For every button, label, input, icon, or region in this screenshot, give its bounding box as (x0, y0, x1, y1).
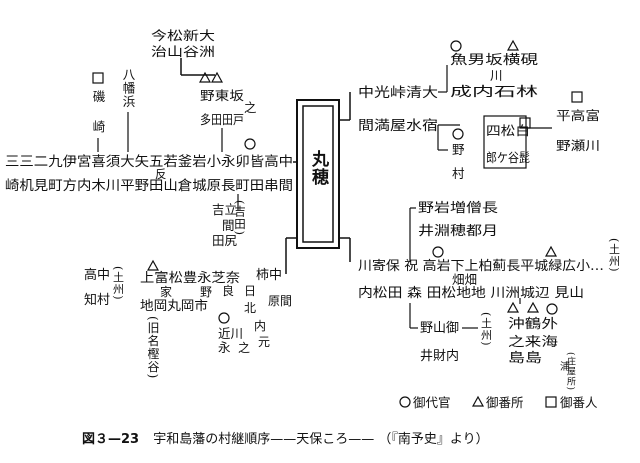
daikan-marker-no (452, 128, 464, 140)
bottom-kita: 北 (244, 301, 256, 315)
right-izai: 井財内 (420, 348, 459, 364)
label-yoshi: 吉立 (212, 202, 237, 217)
label-shi: 四松白 (486, 123, 530, 138)
right-uo: 魚男坂横硯 (450, 53, 538, 68)
figure-number: 図３—23 (82, 432, 140, 447)
label-u-no: 之 (244, 100, 257, 115)
label-shi2: 郎ケ谷髭 (486, 150, 530, 165)
right-top-main: 中光峠清大 (358, 85, 438, 101)
left-chain-top: 三三二九伊宮喜須大矢五若釜岩小永卯皆高中 (5, 153, 293, 170)
bottom-chi: 家 (160, 284, 172, 299)
bottom-chishi: 知村 (84, 292, 110, 308)
right-shima: 之来海 (508, 335, 558, 350)
right-shima2: 島島 (508, 351, 542, 366)
right-bottom-tosa: (土州) (608, 238, 621, 273)
bottom-chi2: 地岡丸岡市 (140, 298, 208, 314)
right-uo-sub1: 川 (490, 68, 503, 83)
bottom-kaki: 柿中 (256, 267, 282, 283)
right-mamatei: 間満屋水宿 (358, 117, 438, 134)
bansho-marker-oki2 (526, 301, 540, 313)
bansho-marker-oki1 (506, 301, 520, 313)
daikan-marker-oki (546, 303, 558, 315)
bansho-marker-1 (198, 71, 212, 83)
right-ifuchi: 井淵穂都月 (418, 224, 498, 239)
legend-bansho-marker (471, 395, 485, 407)
label-kama: 間 (222, 218, 235, 233)
legend-bansho: 御番所 (486, 395, 524, 410)
right-noyama: 野山御 (420, 321, 459, 336)
bottom-kyu: (旧名樫谷) (146, 316, 160, 379)
bottom-kami: 上富松豊永芝奈 (140, 270, 240, 286)
daikan-marker-ogawa (218, 312, 230, 324)
bannin-iso-marker (92, 72, 104, 84)
bansho-marker-2 (210, 71, 224, 83)
bottom-nagae: 永 (218, 340, 231, 355)
bannin-shi-marker (519, 117, 531, 129)
bottom-no: 野 (200, 285, 212, 299)
left-top-group-1: 今松新大 (151, 28, 215, 43)
right-hata: 畑畑 (452, 272, 477, 287)
bottom-hara: 原間 (268, 294, 292, 308)
right-bottom-sub: 内松田 森 田松地地 川洲城辺 見山 (358, 285, 584, 301)
bottom-moto: 元 (258, 335, 270, 349)
right-bottom-main: 川寄保 祝 高岩下上柏薊長平城緑広小… (358, 258, 604, 274)
daikan-marker-taka (432, 246, 444, 258)
figure-title: 宇和島藩の村継順序——天保ころ—— (153, 432, 375, 447)
label-yoshida: (吉田) (233, 200, 247, 236)
bansho-marker-taka (544, 245, 558, 257)
figure-caption: 図３—23 宇和島藩の村継順序——天保ころ—— （『南予史』より） (82, 428, 489, 447)
bottom-hachi: 之 (238, 341, 250, 355)
legend-daikan: 御代官 (413, 395, 451, 410)
figure-source: （『南予史』より） (378, 432, 489, 447)
label-hachiman: 八幡浜 (121, 68, 136, 109)
label-saki: 崎 (91, 120, 106, 134)
bansho-marker-kami (146, 259, 160, 271)
bansho-marker-uo (506, 39, 520, 51)
legend-daikan-marker (399, 396, 411, 408)
left-top-group-2: 治山谷洲 (151, 44, 215, 59)
daikan-marker-1 (244, 138, 256, 150)
right-noiwa: 野岩増僧長 (418, 201, 498, 216)
bottom-ogawa: 近川 (218, 326, 243, 341)
daikan-marker-uo (450, 40, 462, 52)
label-no-r: 野 (452, 142, 465, 157)
bottom-uchi: 内 (254, 319, 266, 333)
label-tajiri: 田尻 (212, 233, 238, 248)
bottom-hi: 日 (244, 284, 256, 298)
right-shouya: (庄屋所) (565, 352, 576, 391)
center-outer-box (296, 99, 340, 249)
center-inner-box (302, 105, 334, 243)
legend-bannin-marker (545, 396, 557, 408)
label-no-bottom: 多田田戸 (200, 112, 244, 127)
label-hanten: 反 (155, 167, 167, 181)
shi-box (483, 115, 527, 169)
label-mura-r: 村 (452, 166, 465, 181)
label-taira: 平高富 (556, 108, 600, 123)
bottom-tosa: (土州) (112, 266, 125, 301)
bannin-taira-marker (571, 91, 583, 103)
right-ura: 浦 (560, 360, 570, 373)
label-no-top: 野東坂 (200, 88, 245, 103)
center-label: 丸穂 (308, 149, 330, 186)
label-iso: 磯 (91, 90, 106, 104)
left-chain-bottom: 崎机見町方内木川平野田山倉城原長町田串間 (5, 178, 293, 194)
bottom-takanaka: 高中 (84, 267, 110, 283)
bottom-ra: 良 (222, 283, 234, 298)
right-okitsuru: 沖鶴外 (508, 316, 558, 332)
label-taira2: 野瀬川 (556, 138, 600, 153)
right-uo-sub2: 成内石林 (450, 84, 538, 100)
right-tosa2: (土州) (480, 312, 493, 347)
legend-bannin: 御番人 (560, 395, 598, 410)
